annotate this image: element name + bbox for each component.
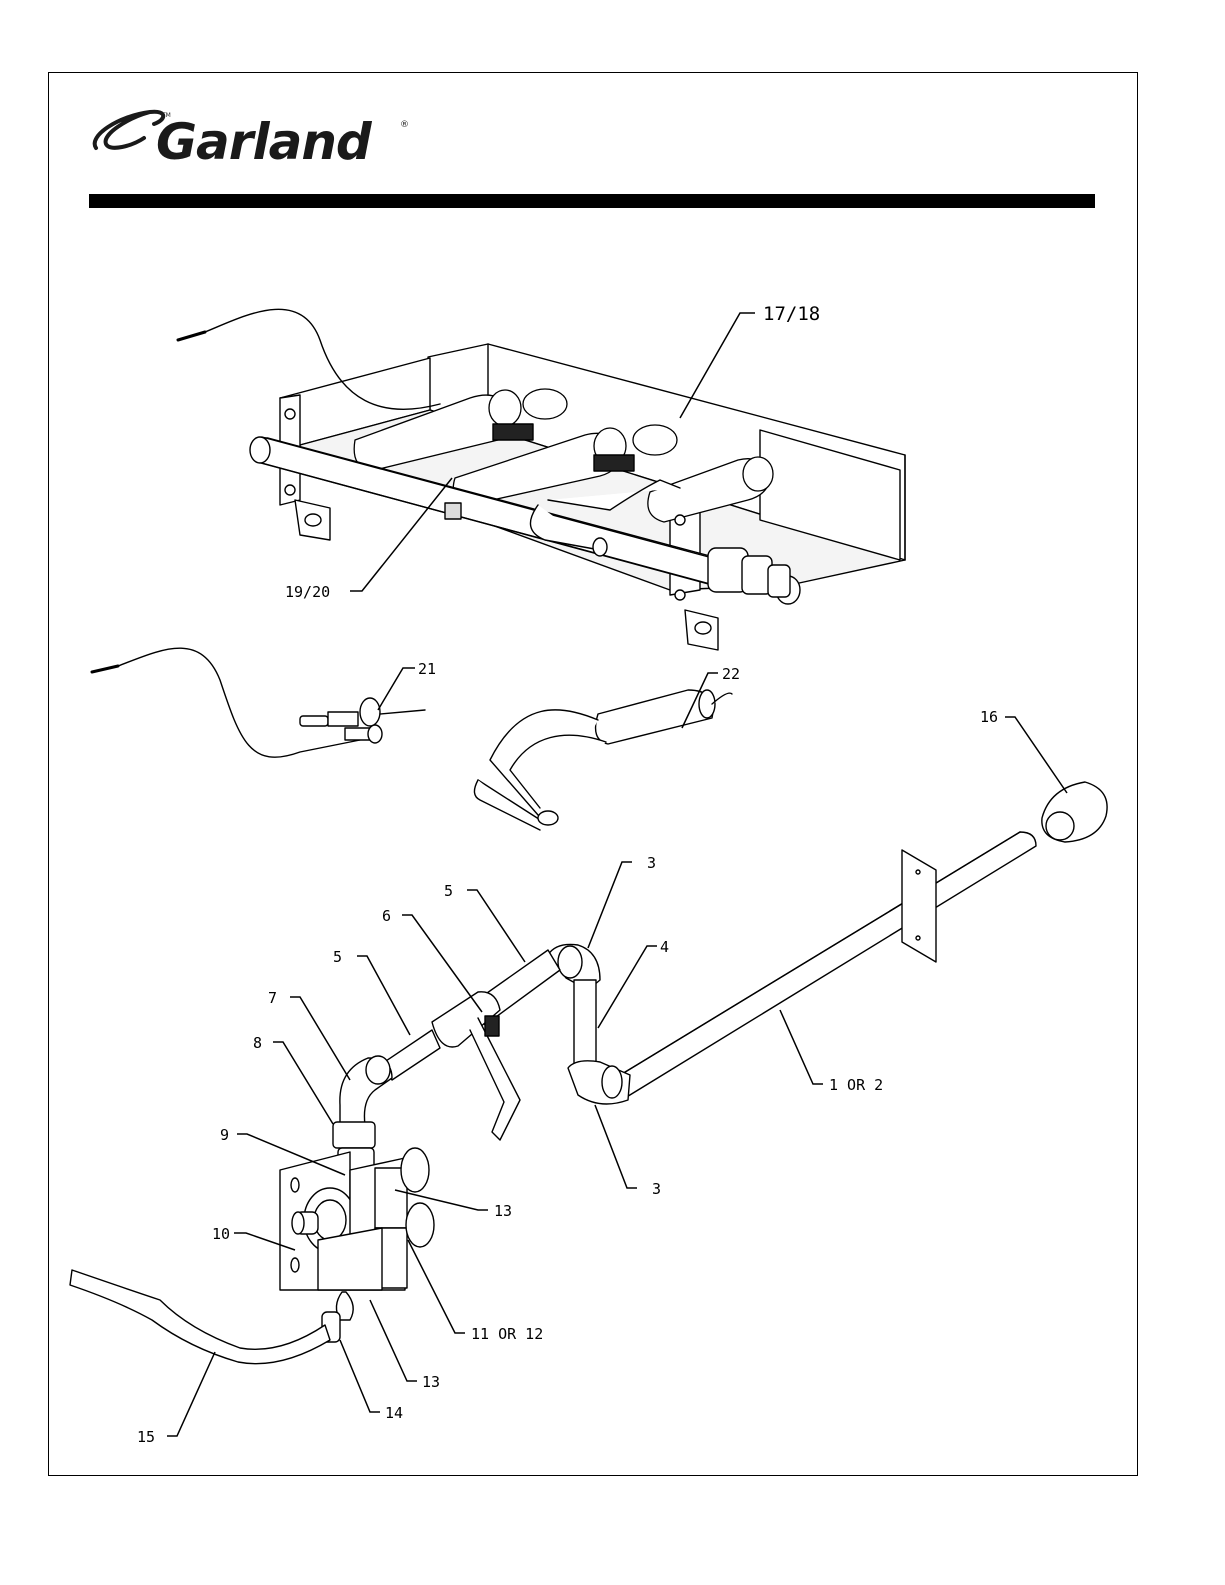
pipe-cap-16 (1042, 782, 1107, 842)
callout-1-or-2: 1 OR 2 (829, 1076, 883, 1094)
callout-5-lower: 5 (333, 948, 342, 966)
callout-8: 8 (253, 1034, 262, 1052)
callout-5-upper: 5 (444, 882, 453, 900)
callout-6: 6 (382, 907, 391, 925)
pilot-assembly-21 (92, 648, 425, 757)
callout-4: 4 (660, 938, 669, 956)
callout-11-or-12: 11 OR 12 (471, 1325, 543, 1343)
pilot-burner-22 (474, 690, 732, 830)
callout-16: 16 (980, 708, 998, 726)
callout-14: 14 (385, 1404, 403, 1422)
callout-7: 7 (268, 989, 277, 1007)
callout-10: 10 (212, 1225, 230, 1243)
callout-19-20: 19/20 (285, 583, 330, 601)
gas-pipe-assembly (70, 832, 1036, 1364)
callout-15: 15 (137, 1428, 155, 1446)
callout-17-18: 17/18 (763, 303, 820, 325)
callout-13-lower: 13 (422, 1373, 440, 1391)
callout-22: 22 (722, 665, 740, 683)
callout-21: 21 (418, 660, 436, 678)
callout-3-top: 3 (647, 854, 656, 872)
callout-9: 9 (220, 1126, 229, 1144)
callout-13-upper: 13 (494, 1202, 512, 1220)
callout-3-bottom: 3 (652, 1180, 661, 1198)
